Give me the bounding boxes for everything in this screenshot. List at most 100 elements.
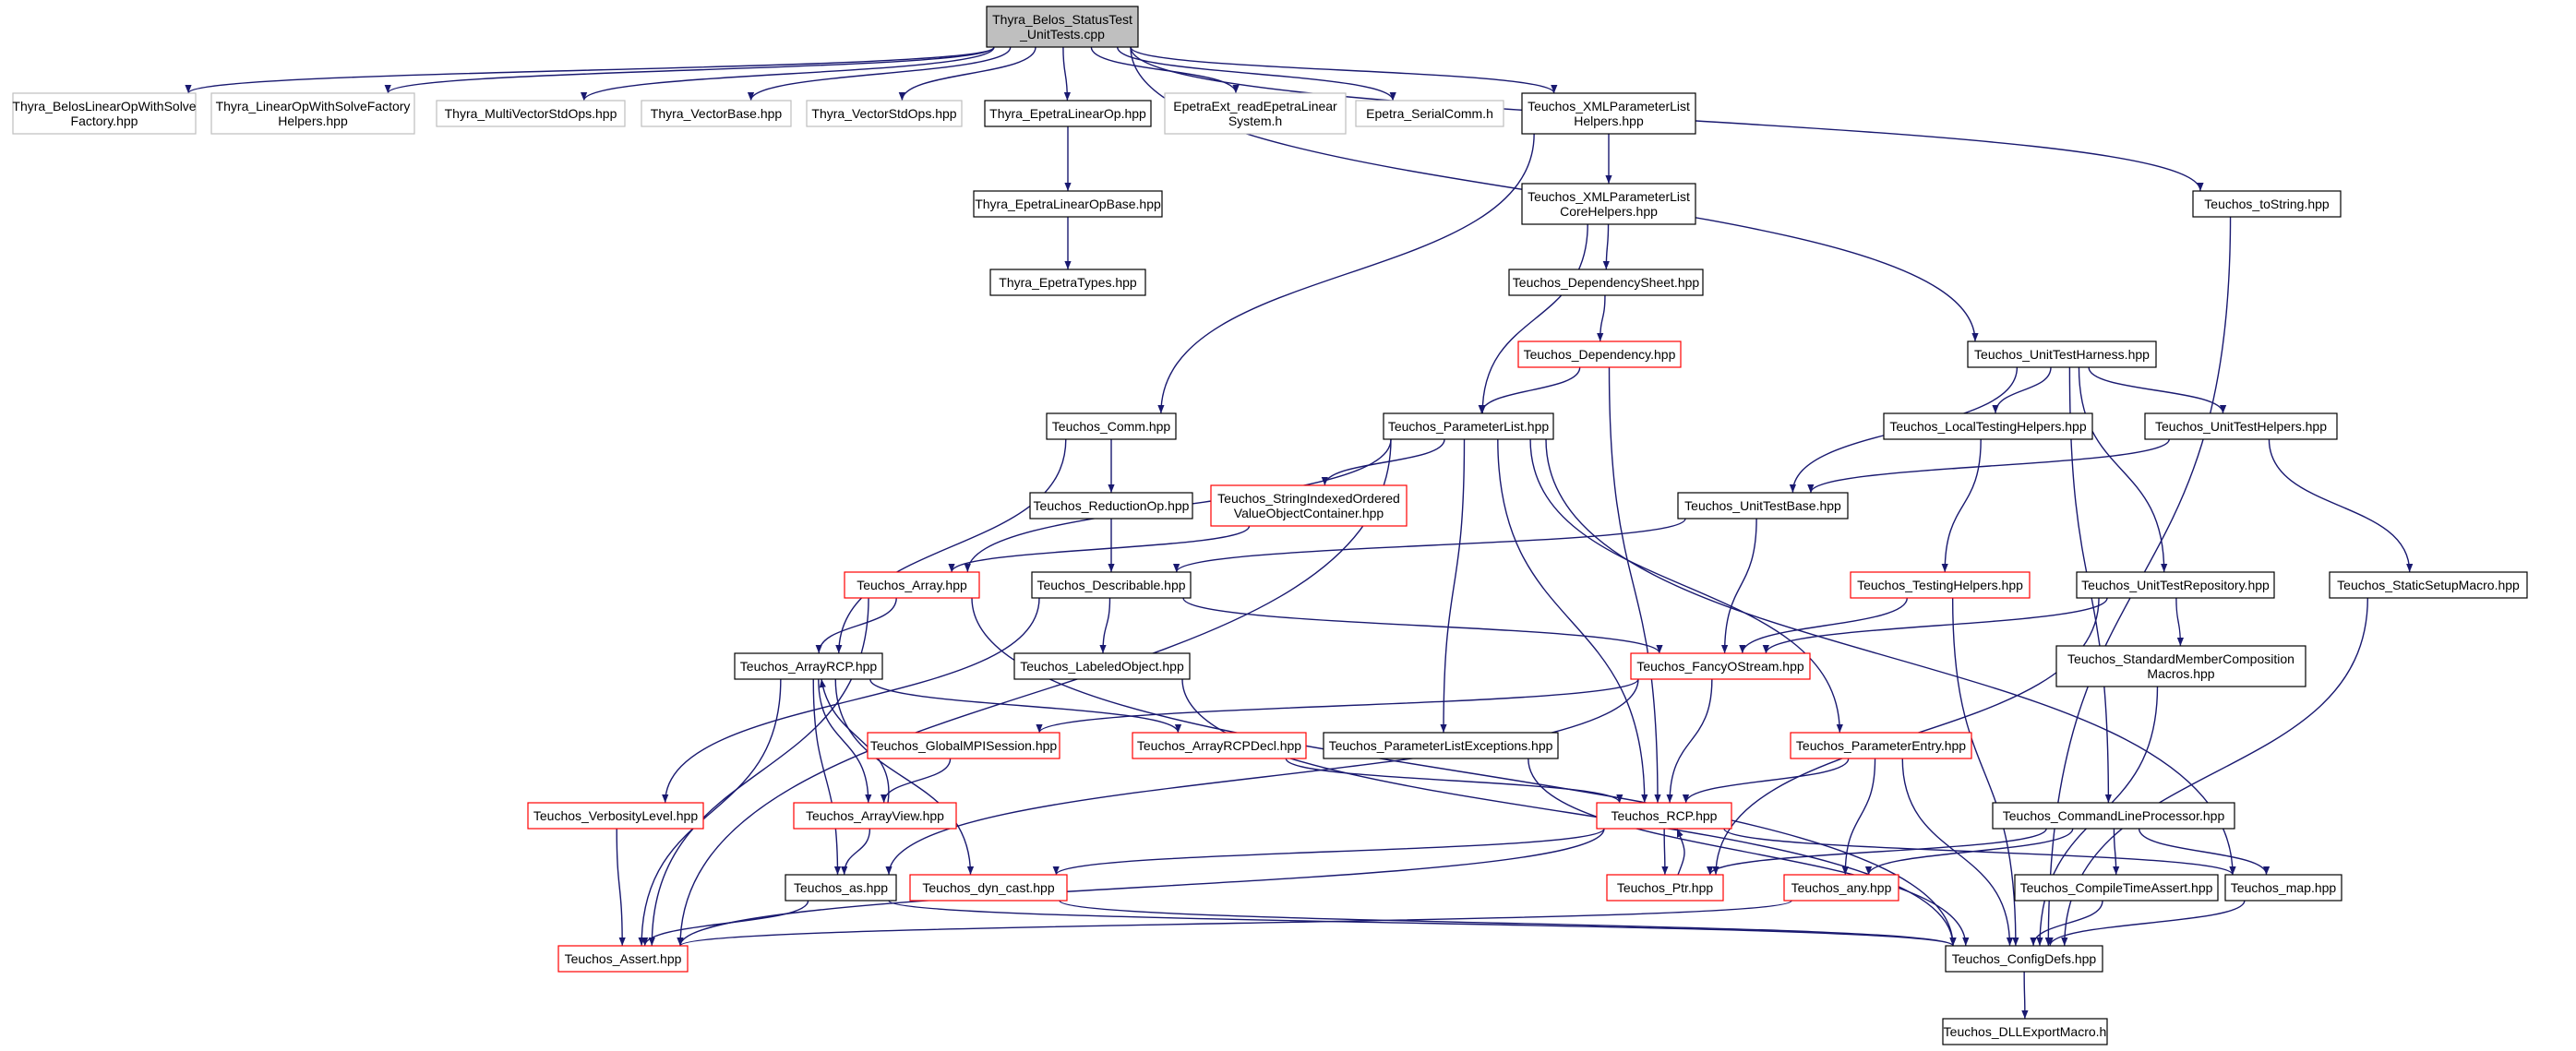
node-root[interactable]: Thyra_Belos_StatusTest_UnitTests.cpp — [986, 6, 1139, 48]
node-depsheet[interactable]: Teuchos_DependencySheet.hpp — [1508, 269, 1704, 296]
node-testinghelpers[interactable]: Teuchos_TestingHelpers.hpp — [1850, 571, 2031, 599]
node-box-paramlist[interactable] — [1383, 412, 1554, 440]
node-box-plexceptions[interactable] — [1323, 732, 1559, 759]
node-box-belosfactory[interactable] — [12, 92, 197, 135]
node-box-paramentry[interactable] — [1790, 732, 1972, 759]
node-reductionop[interactable]: Teuchos_ReductionOp.hpp — [1029, 492, 1193, 520]
node-compiletime[interactable]: Teuchos_CompileTimeAssert.hpp — [2014, 874, 2219, 902]
node-paramentry[interactable]: Teuchos_ParameterEntry.hpp — [1790, 732, 1972, 759]
node-box-map[interactable] — [2224, 874, 2342, 902]
node-box-configdefs[interactable] — [1945, 945, 2103, 973]
node-box-arrayrcpdecl[interactable] — [1132, 732, 1307, 759]
node-paramlist[interactable]: Teuchos_ParameterList.hpp — [1383, 412, 1554, 440]
node-tostring[interactable]: Teuchos_toString.hpp — [2192, 190, 2342, 218]
node-epetralinop[interactable]: Thyra_EpetraLinearOp.hpp — [984, 100, 1152, 127]
node-dllexport[interactable]: Teuchos_DLLExportMacro.h — [1942, 1018, 2108, 1045]
node-box-vectorbase[interactable] — [641, 100, 792, 127]
node-box-tostring[interactable] — [2192, 190, 2342, 218]
node-box-as[interactable] — [785, 874, 897, 902]
node-box-unittestbase[interactable] — [1677, 492, 1849, 520]
node-multivecstd[interactable]: Thyra_MultiVectorStdOps.hpp — [436, 100, 626, 127]
node-as[interactable]: Teuchos_as.hpp — [785, 874, 897, 902]
node-box-reductionop[interactable] — [1029, 492, 1193, 520]
node-fancyostream[interactable]: Teuchos_FancyOStream.hpp — [1630, 652, 1811, 680]
node-localtesting[interactable]: Teuchos_LocalTestingHelpers.hpp — [1883, 412, 2093, 440]
node-box-localtesting[interactable] — [1883, 412, 2093, 440]
node-box-epetralinop[interactable] — [984, 100, 1152, 127]
node-box-xmlhelpers[interactable] — [1521, 92, 1696, 135]
node-box-root[interactable] — [986, 6, 1139, 48]
node-box-vectorstd[interactable] — [806, 100, 963, 127]
node-any[interactable]: Teuchos_any.hpp — [1783, 874, 1899, 902]
node-vectorstd[interactable]: Thyra_VectorStdOps.hpp — [806, 100, 963, 127]
node-box-arrayrcp[interactable] — [734, 652, 883, 680]
node-box-xmlcorehelpers[interactable] — [1521, 183, 1696, 225]
node-factoryhelpers[interactable]: Thyra_LinearOpWithSolveFactoryHelpers.hp… — [210, 92, 415, 135]
node-serialcomm[interactable]: Epetra_SerialComm.h — [1355, 100, 1504, 127]
node-box-unittesthelpers[interactable] — [2144, 412, 2338, 440]
node-describable[interactable]: Teuchos_Describable.hpp — [1031, 571, 1192, 599]
node-comm[interactable]: Teuchos_Comm.hpp — [1046, 412, 1177, 440]
node-rcp[interactable]: Teuchos_RCP.hpp — [1596, 802, 1732, 830]
node-unittestrepo[interactable]: Teuchos_UnitTestRepository.hpp — [2076, 571, 2275, 599]
node-dependency[interactable]: Teuchos_Dependency.hpp — [1517, 340, 1682, 368]
node-box-stdmember[interactable] — [2055, 645, 2306, 687]
node-vectorbase[interactable]: Thyra_VectorBase.hpp — [641, 100, 792, 127]
node-labeledobject[interactable]: Teuchos_LabeledObject.hpp — [1013, 652, 1191, 680]
node-box-labeledobject[interactable] — [1013, 652, 1191, 680]
node-cmdline[interactable]: Teuchos_CommandLineProcessor.hpp — [1992, 802, 2235, 830]
node-epetratypes[interactable]: Thyra_EpetraTypes.hpp — [989, 269, 1146, 296]
node-box-unittestharness[interactable] — [1967, 340, 2157, 368]
node-box-ptr[interactable] — [1606, 874, 1724, 902]
node-box-comm[interactable] — [1046, 412, 1177, 440]
node-dyncast[interactable]: Teuchos_dyn_cast.hpp — [909, 874, 1068, 902]
node-box-arrayview[interactable] — [793, 802, 957, 830]
node-box-multivecstd[interactable] — [436, 100, 626, 127]
node-box-any[interactable] — [1783, 874, 1899, 902]
node-box-fancyostream[interactable] — [1630, 652, 1811, 680]
node-arrayrcpdecl[interactable]: Teuchos_ArrayRCPDecl.hpp — [1132, 732, 1307, 759]
node-box-testinghelpers[interactable] — [1850, 571, 2031, 599]
node-box-factoryhelpers[interactable] — [210, 92, 415, 135]
node-box-depsheet[interactable] — [1508, 269, 1704, 296]
node-globalmpi[interactable]: Teuchos_GlobalMPISession.hpp — [867, 732, 1060, 759]
node-staticsetup[interactable]: Teuchos_StaticSetupMacro.hpp — [2329, 571, 2528, 599]
node-unittestharness[interactable]: Teuchos_UnitTestHarness.hpp — [1967, 340, 2157, 368]
node-arrayview[interactable]: Teuchos_ArrayView.hpp — [793, 802, 957, 830]
node-unittestbase[interactable]: Teuchos_UnitTestBase.hpp — [1677, 492, 1849, 520]
node-epetralinopbase[interactable]: Thyra_EpetraLinearOpBase.hpp — [973, 190, 1163, 218]
node-box-assert[interactable] — [557, 945, 689, 973]
node-box-rcp[interactable] — [1596, 802, 1732, 830]
node-configdefs[interactable]: Teuchos_ConfigDefs.hpp — [1945, 945, 2103, 973]
node-box-dyncast[interactable] — [909, 874, 1068, 902]
node-plexceptions[interactable]: Teuchos_ParameterListExceptions.hpp — [1323, 732, 1559, 759]
node-map[interactable]: Teuchos_map.hpp — [2224, 874, 2342, 902]
node-box-dependency[interactable] — [1517, 340, 1682, 368]
node-box-unittestrepo[interactable] — [2076, 571, 2275, 599]
node-box-dllexport[interactable] — [1942, 1018, 2108, 1045]
node-verbosity[interactable]: Teuchos_VerbosityLevel.hpp — [527, 802, 704, 830]
node-box-globalmpi[interactable] — [867, 732, 1060, 759]
node-stdmember[interactable]: Teuchos_StandardMemberCompositionMacros.… — [2055, 645, 2306, 687]
node-box-epetralinopbase[interactable] — [973, 190, 1163, 218]
node-ptr[interactable]: Teuchos_Ptr.hpp — [1606, 874, 1724, 902]
node-box-epetratypes[interactable] — [989, 269, 1146, 296]
node-unittesthelpers[interactable]: Teuchos_UnitTestHelpers.hpp — [2144, 412, 2338, 440]
node-box-describable[interactable] — [1031, 571, 1192, 599]
node-box-stringindexed[interactable] — [1210, 484, 1408, 527]
node-box-compiletime[interactable] — [2014, 874, 2219, 902]
node-assert[interactable]: Teuchos_Assert.hpp — [557, 945, 689, 973]
node-box-staticsetup[interactable] — [2329, 571, 2528, 599]
node-box-verbosity[interactable] — [527, 802, 704, 830]
node-box-cmdline[interactable] — [1992, 802, 2235, 830]
node-array[interactable]: Teuchos_Array.hpp — [844, 571, 980, 599]
node-stringindexed[interactable]: Teuchos_StringIndexedOrderedValueObjectC… — [1210, 484, 1408, 527]
node-box-epetraext[interactable] — [1164, 92, 1347, 135]
node-box-serialcomm[interactable] — [1355, 100, 1504, 127]
node-arrayrcp[interactable]: Teuchos_ArrayRCP.hpp — [734, 652, 883, 680]
node-box-array[interactable] — [844, 571, 980, 599]
